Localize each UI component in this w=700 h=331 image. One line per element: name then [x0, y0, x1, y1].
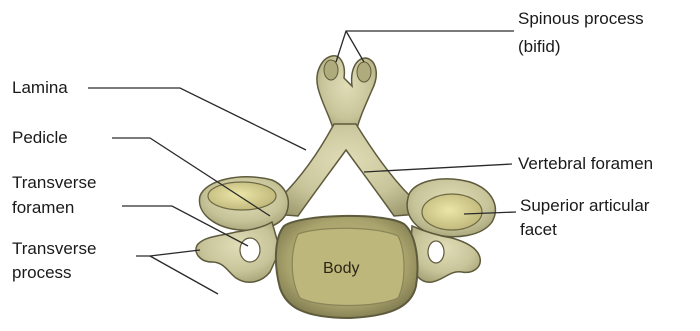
leader-lamina: [88, 88, 306, 150]
label-transverse-foramen-line1: Transverse: [12, 172, 96, 193]
label-spinous-process: Spinous process: [518, 8, 644, 29]
label-transverse-process-line2: process: [12, 262, 72, 283]
label-superior-articular-line1: Superior articular: [520, 195, 649, 216]
label-vertebral-foramen: Vertebral foramen: [518, 153, 653, 174]
left-articular-shape: [199, 177, 288, 231]
label-transverse-foramen-line2: foramen: [12, 197, 74, 218]
right-articular-shape: [407, 179, 495, 237]
label-body: Body: [323, 258, 359, 279]
label-pedicle: Pedicle: [12, 127, 68, 148]
leader-spinous: [336, 31, 514, 62]
label-spinous-bifid: (bifid): [518, 36, 561, 57]
leader-spinous-2: [346, 31, 364, 62]
right-transverse-foramen: [428, 241, 444, 263]
left-transverse-foramen: [240, 238, 260, 262]
label-lamina: Lamina: [12, 77, 68, 98]
leader-transverse-process-1: [136, 250, 200, 256]
label-superior-articular-line2: facet: [520, 219, 557, 240]
spinous-process-shape: [317, 56, 376, 132]
left-transverse-process-shape: [196, 222, 280, 282]
label-transverse-process-line1: Transverse: [12, 238, 96, 259]
